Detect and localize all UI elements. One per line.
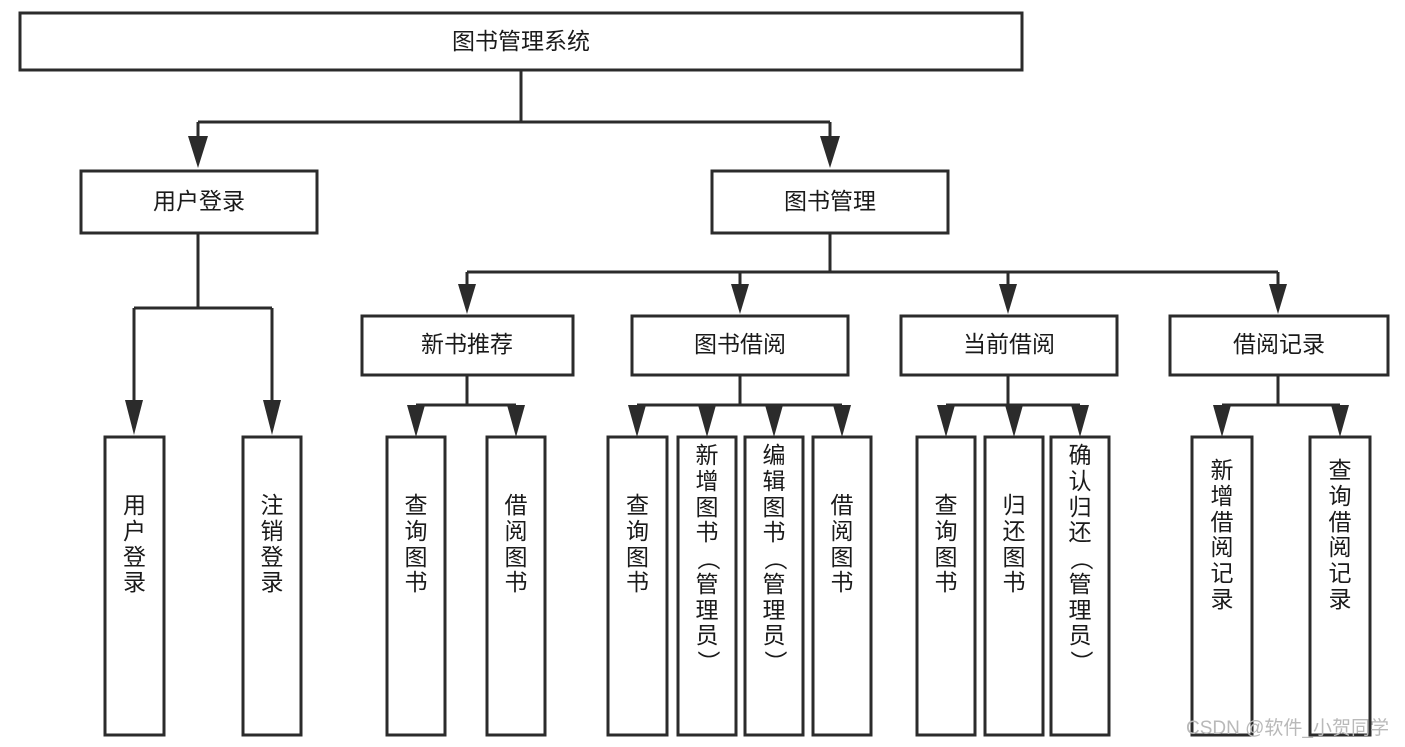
arrowhead-leaf-user-login [125,400,143,435]
leaf-borrow-record-0[interactable] [1190,435,1254,737]
arrowhead-new-book [458,284,476,314]
arrowhead-borrow-record [1269,284,1287,314]
node-root-label: 图书管理系统 [452,28,590,54]
arrowhead-nb-leaf-1 [407,405,425,437]
node-book-borrow[interactable] [630,314,850,377]
arrowhead-bb-leaf-4 [833,405,851,437]
leaf-current-borrow-1[interactable] [983,435,1045,737]
node-user-login[interactable] [79,169,319,235]
connector-group-user-login [125,233,281,435]
arrowhead-br-leaf-2 [1331,405,1349,437]
connector-group-new-book [407,375,525,437]
node-current-borrow[interactable] [899,314,1119,377]
leaf-user-login-0[interactable] [103,435,166,737]
arrowhead-cb-leaf-1 [937,405,955,437]
node-borrow-record[interactable] [1168,314,1390,377]
connector-group-current-borrow [937,375,1089,437]
arrowhead-leaf-logout [263,400,281,435]
leaf-current-borrow-2[interactable] [1049,435,1111,737]
arrowhead-user-login [188,136,208,168]
connector-group-root [188,70,840,168]
leaf-book-borrow-0[interactable] [606,435,669,737]
node-book-mgmt[interactable] [710,169,950,235]
arrowhead-book-borrow [731,284,749,314]
node-current-borrow-label: 当前借阅 [963,331,1055,357]
leaf-new-book-1[interactable] [485,435,547,737]
leaf-borrow-record-1[interactable] [1308,435,1372,737]
leaf-user-login-1[interactable] [241,435,303,737]
arrowhead-bb-leaf-3 [765,405,783,437]
leaf-book-borrow-1[interactable] [676,435,738,737]
node-new-book[interactable] [360,314,575,377]
node-new-book-label: 新书推荐 [421,331,513,357]
arrowhead-br-leaf-1 [1213,405,1231,437]
leaf-book-borrow-2[interactable] [743,435,805,737]
connector-group-book-borrow [628,375,851,437]
connector-group-book-mgmt [458,233,1287,314]
node-user-login-label: 用户登录 [153,188,245,214]
leaf-book-borrow-3[interactable] [811,435,873,737]
arrowhead-book-mgmt [820,136,840,168]
leaf-current-borrow-0[interactable] [915,435,977,737]
arrowhead-nb-leaf-2 [507,405,525,437]
node-root[interactable] [18,11,1024,72]
arrowhead-cb-leaf-3 [1071,405,1089,437]
connector-group-borrow-record [1213,375,1349,437]
arrowhead-cb-leaf-2 [1005,405,1023,437]
arrowhead-bb-leaf-2 [698,405,716,437]
arrowhead-current-borrow [999,284,1017,314]
node-book-mgmt-label: 图书管理 [784,188,876,214]
arrowhead-bb-leaf-1 [628,405,646,437]
node-book-borrow-label: 图书借阅 [694,331,786,357]
node-borrow-record-label: 借阅记录 [1233,331,1325,357]
leaf-new-book-0[interactable] [385,435,447,737]
